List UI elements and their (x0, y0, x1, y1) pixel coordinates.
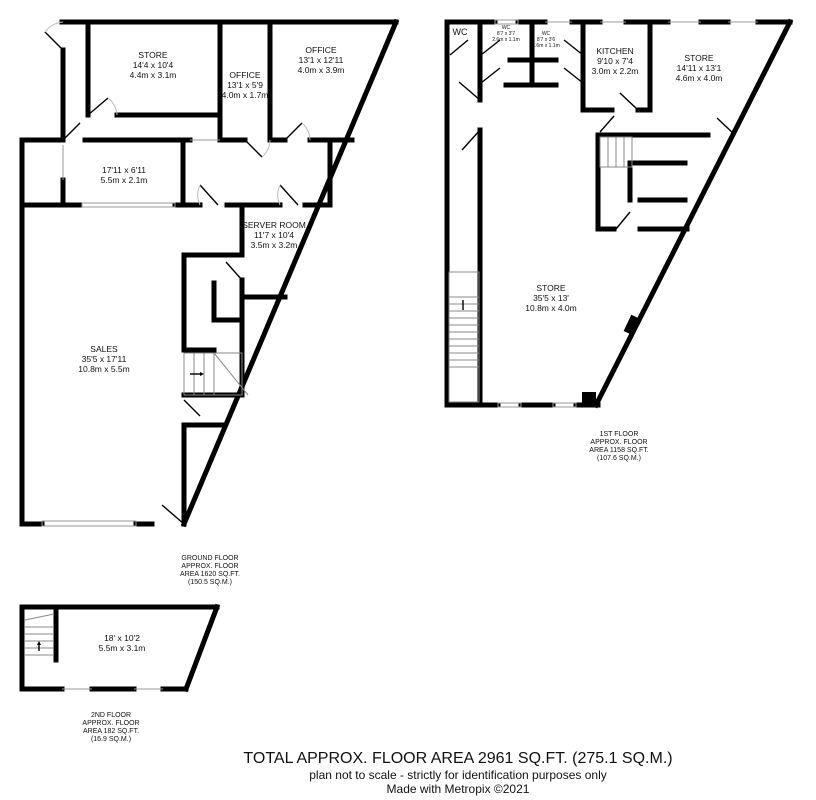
second-floor-walls (19, 603, 221, 693)
first-floor-doors (449, 39, 735, 230)
ground-floor-windows (41, 139, 220, 527)
room-name: OFFICE (229, 70, 261, 80)
room-label-office-small: OFFICE 13'1 x 5'9 4.0m x 1.7m (222, 70, 269, 100)
room-dim-metric: 4.0m x 1.7m (221, 90, 269, 100)
room-name: STORE (536, 283, 566, 293)
room-label-office-large: OFFICE 13'1 x 12'11 4.0m x 3.9m (298, 45, 345, 75)
area-label: APPROX. FLOOR (181, 563, 239, 570)
area-label: APPROX. FLOOR (590, 439, 648, 446)
room-dim-imperial: 11'7 x 10'4 (254, 230, 294, 240)
area-sqft: AREA 182 SQ.FT. (82, 728, 140, 735)
metropix-credit: Made with Metropix ©2021 (386, 782, 530, 796)
room-dim-metric: 2.6m x 1.1m (532, 43, 560, 49)
room-name: STORE (138, 50, 168, 60)
room-dim-metric: 4.4m x 3.1m (129, 70, 177, 80)
floor-name: 2ND FLOOR (90, 712, 132, 719)
first-floor-area-summary: 1ST FLOOR APPROX. FLOOR AREA 1158 SQ.FT.… (589, 431, 648, 463)
room-label-server-room: SERVER ROOM 11'7 x 10'4 3.5m x 3.2m (242, 220, 306, 250)
room-dim-metric: 4.6m x 4.0m (675, 73, 723, 83)
room-name: SERVER ROOM (242, 220, 306, 230)
room-label-wc-2: WC 8'7 x 3'7 2.6m x 1.1m (492, 25, 520, 43)
room-dim-imperial: 35'5 x 13' (533, 293, 569, 303)
room-label-wc-3: WC 8'7 x 3'6 2.6m x 1.1m (532, 31, 560, 49)
room-dim-imperial: 17'11 x 6'11 (101, 165, 147, 175)
room-name: STORE (684, 53, 714, 63)
room-label-store-first-main: STORE 35'5 x 13' 10.8m x 4.0m (525, 283, 577, 313)
room-dim-imperial: 14'4 x 10'4 (132, 60, 174, 70)
room-dim-metric: 10.8m x 4.0m (525, 303, 577, 313)
floor-name: GROUND FLOOR (181, 555, 239, 562)
ground-floor-doors (44, 21, 311, 525)
first-floor-windows (494, 19, 758, 408)
room-name: WC (541, 31, 551, 37)
area-sqm: (107.6 SQ.M.) (597, 455, 641, 462)
area-sqft: AREA 1158 SQ.FT. (589, 447, 649, 454)
room-dim-metric: 5.5m x 3.1m (98, 643, 146, 653)
room-dim-metric: 3.5m x 3.2m (250, 240, 298, 250)
room-dim-metric: 4.0m x 3.9m (297, 65, 345, 75)
room-dim-imperial: 35'5 x 17'11 (81, 354, 127, 364)
ground-floor-area-summary: GROUND FLOOR APPROX. FLOOR AREA 1620 SQ.… (180, 555, 240, 587)
room-label-wc-1: WC (453, 27, 468, 37)
first-floor-stairs (448, 136, 633, 403)
room-dim-imperial: 8'7 x 3'7 (496, 31, 516, 37)
total-floor-area: TOTAL APPROX. FLOOR AREA 2961 SQ.FT. (27… (243, 750, 673, 767)
ground-floor-stairs (183, 352, 249, 396)
area-sqft: AREA 1620 SQ.FT. (180, 571, 240, 578)
scale-disclaimer: plan not to scale - strictly for identif… (309, 768, 607, 782)
room-name: OFFICE (305, 45, 337, 55)
area-label: APPROX. FLOOR (82, 720, 140, 727)
room-dim-imperial: 13'1 x 5'9 (227, 80, 263, 90)
floor-name: 1ST FLOOR (599, 431, 639, 438)
ground-floor-walls (19, 18, 400, 528)
room-dim-imperial: 14'11 x 13'1 (676, 63, 722, 73)
room-name: WC (452, 27, 468, 37)
room-dim-metric: 10.8m x 5.5m (78, 364, 130, 374)
room-label-sales: SALES 35'5 x 17'11 10.8m x 5.5m (78, 344, 130, 374)
second-floor-stairs (24, 613, 55, 656)
room-label-store-first-upper: STORE 14'11 x 13'1 4.6m x 4.0m (676, 53, 723, 83)
room-label-corridor-room: 17'11 x 6'11 5.5m x 2.1m (101, 165, 148, 185)
area-sqm: (16.9 SQ.M.) (90, 736, 132, 743)
room-dim-imperial: 8'7 x 3'6 (536, 37, 556, 43)
room-name: KITCHEN (596, 46, 634, 56)
room-dim-metric: 3.0m x 2.2m (591, 66, 639, 76)
room-dim-imperial: 13'1 x 12'11 (298, 55, 344, 65)
room-dim-imperial: 9'10 x 7'4 (597, 56, 633, 66)
room-dim-metric: 5.5m x 2.1m (100, 175, 148, 185)
room-dim-metric: 2.6m x 1.1m (492, 37, 520, 43)
room-label-kitchen: KITCHEN 9'10 x 7'4 3.0m x 2.2m (592, 46, 639, 76)
second-floor-area-summary: 2ND FLOOR APPROX. FLOOR AREA 182 SQ.FT. … (82, 712, 139, 744)
room-dim-imperial: 18' x 10'2 (104, 633, 140, 643)
room-label-second-floor-room: 18' x 10'2 5.5m x 3.1m (99, 633, 146, 653)
first-floor-walls (444, 18, 794, 409)
room-name: SALES (90, 344, 118, 354)
room-label-store-ground: STORE 14'4 x 10'4 4.4m x 3.1m (130, 50, 177, 80)
area-sqm: (150.5 SQ.M.) (188, 579, 232, 586)
room-name: WC (501, 25, 511, 31)
